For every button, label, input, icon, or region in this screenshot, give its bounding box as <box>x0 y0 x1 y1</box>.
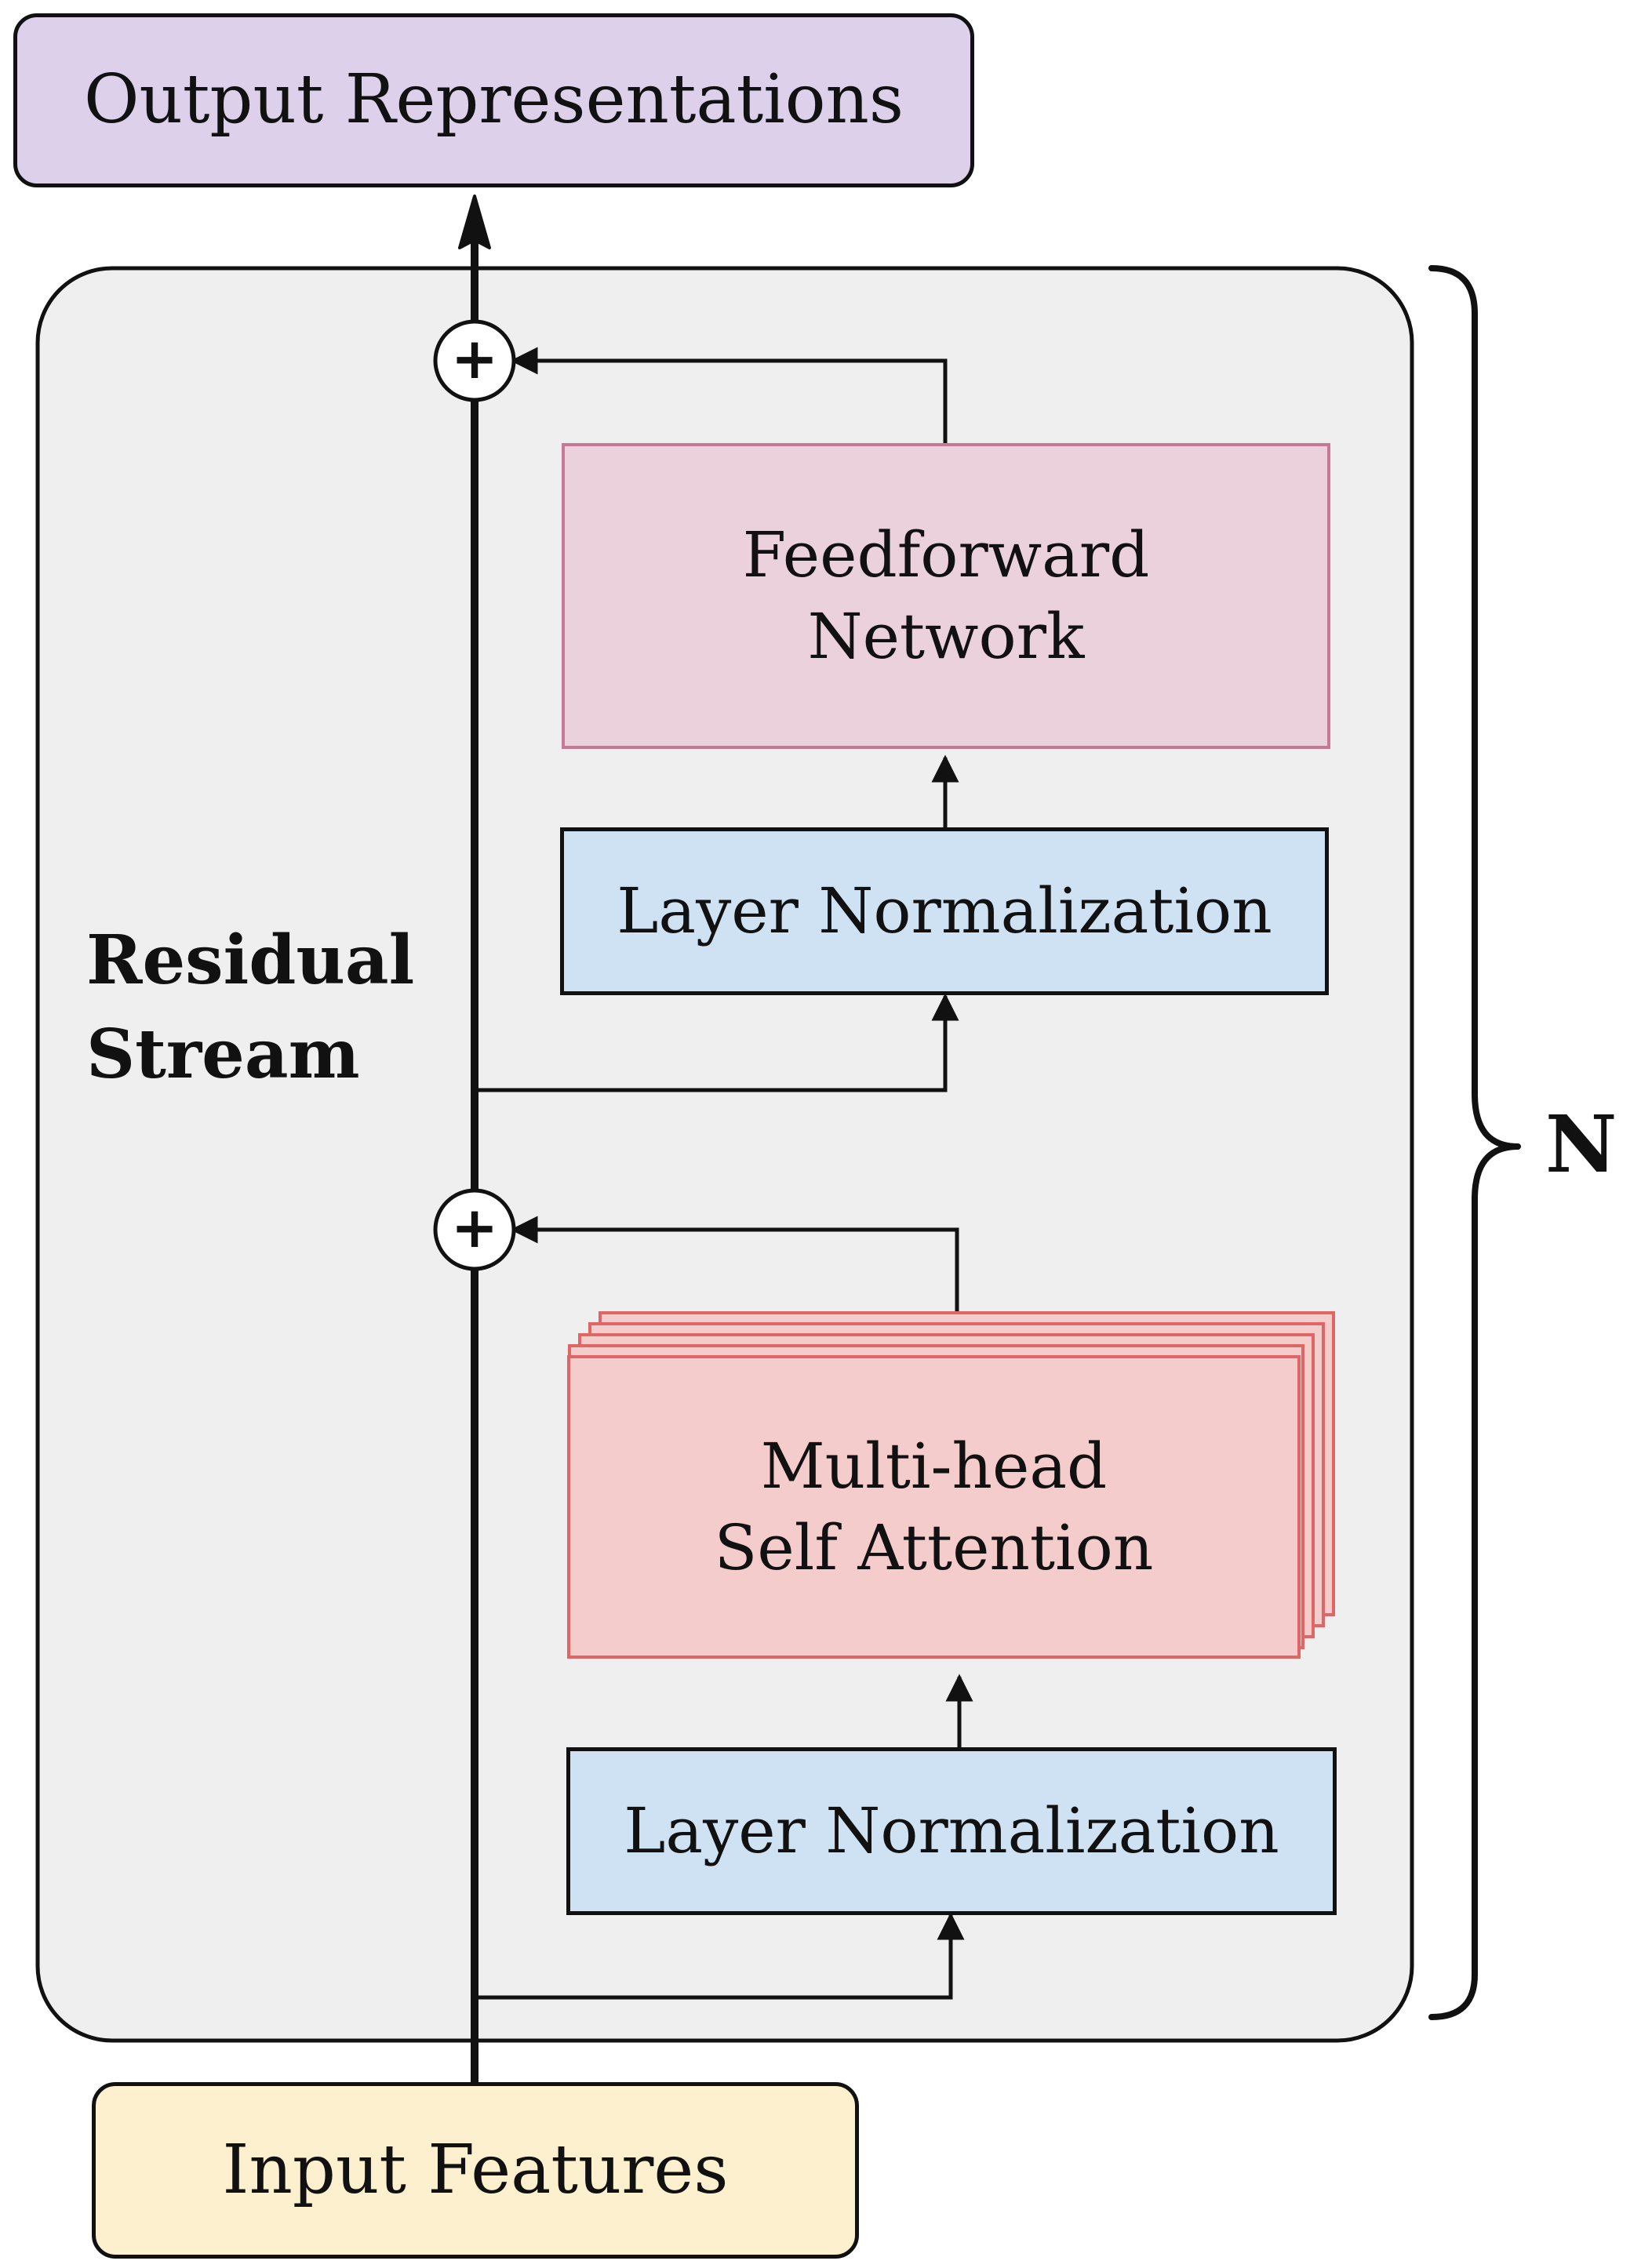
output-representations-box: Output Representations <box>13 13 974 187</box>
layer-norm-top-box: Layer Normalization <box>560 827 1329 995</box>
multi-head-attention-label: Multi-head Self Attention <box>714 1429 1154 1584</box>
output-representations-label: Output Representations <box>83 60 904 140</box>
residual-stream-label: Residual Stream <box>86 921 415 1095</box>
add-node-top-symbol: + <box>451 325 498 391</box>
layer-norm-top-label: Layer Normalization <box>617 874 1272 947</box>
residual-stream-arrowhead <box>458 194 491 249</box>
feedforward-network-label: Feedforward Network <box>742 518 1150 673</box>
layer-norm-bottom-label: Layer Normalization <box>624 1794 1279 1867</box>
repeat-count-label: N <box>1545 1098 1617 1190</box>
repeat-brace <box>1428 265 1521 2020</box>
multi-head-attention-box: Multi-head Self Attention <box>567 1355 1301 1659</box>
layer-norm-bottom-box: Layer Normalization <box>566 1747 1337 1915</box>
branch-to-layer-norm-bottom <box>475 1912 965 2000</box>
feedforward-to-add-top <box>510 347 948 443</box>
input-features-box: Input Features <box>92 2082 859 2259</box>
attention-to-add-bottom <box>510 1216 959 1325</box>
feedforward-network-box: Feedforward Network <box>562 443 1330 749</box>
input-features-label: Input Features <box>222 2130 729 2209</box>
add-node-bottom: + <box>433 1188 516 1271</box>
branch-to-layer-norm-top <box>475 993 959 1092</box>
add-node-top: + <box>433 319 516 402</box>
add-node-bottom-symbol: + <box>451 1194 498 1260</box>
